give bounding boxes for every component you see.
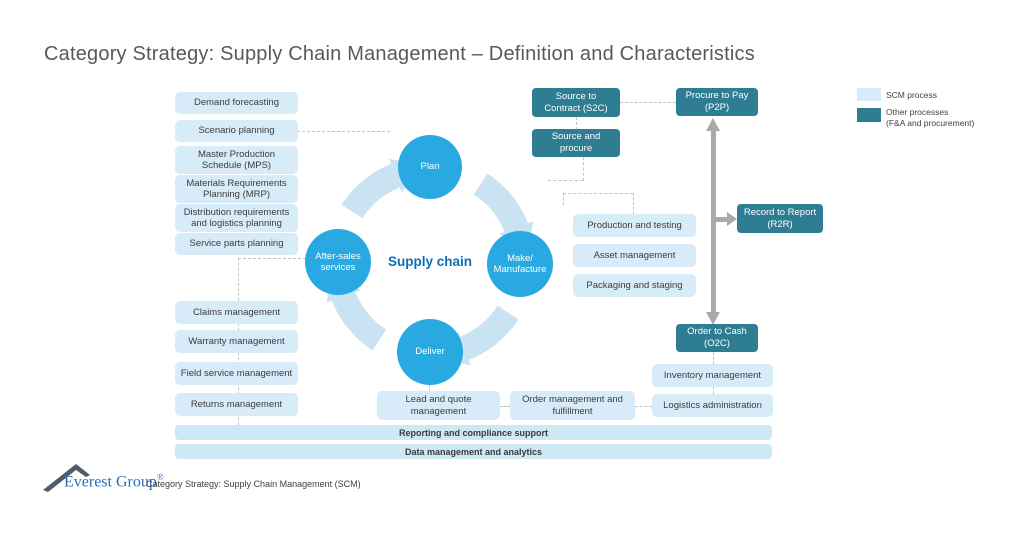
arrow-p2p-o2c-shaft bbox=[711, 130, 716, 314]
deliver-box-order-fulfillment: Order management and fulfillment bbox=[510, 391, 635, 420]
process-box-p2p: Procure to Pay (P2P) bbox=[676, 88, 758, 116]
cycle-node-plan: Plan bbox=[398, 135, 462, 199]
connector-inventory-logistics bbox=[713, 387, 714, 394]
cycle-node-deliver: Deliver bbox=[397, 319, 463, 385]
connector-o2c-inventory bbox=[713, 352, 714, 364]
process-box-o2c: Order to Cash (O2C) bbox=[676, 324, 758, 352]
planning-box-service-parts: Service parts planning bbox=[175, 233, 298, 255]
page-title: Category Strategy: Supply Chain Manageme… bbox=[44, 43, 755, 65]
arrow-up-head bbox=[706, 118, 720, 131]
cycle-center-label: Supply chain bbox=[387, 254, 472, 269]
legend-swatch-other bbox=[857, 108, 881, 122]
connector-sourceprocure-down bbox=[583, 157, 584, 181]
connector-scenario-plan bbox=[297, 131, 390, 132]
connector-deliver-leadquote bbox=[429, 385, 430, 392]
planning-box-mps: Master Production Schedule (MPS) bbox=[175, 146, 298, 174]
planning-box-mrp: Materials Requirements Planning (MRP) bbox=[175, 175, 298, 203]
process-box-r2r: Record to Report (R2R) bbox=[737, 204, 823, 233]
make-box-production-testing: Production and testing bbox=[573, 214, 696, 237]
bar-data-analytics: Data management and analytics bbox=[175, 444, 772, 459]
aftersales-box-claims: Claims management bbox=[175, 301, 298, 324]
footer-caption: Category Strategy: Supply Chain Manageme… bbox=[146, 479, 361, 489]
order-box-inventory: Inventory management bbox=[652, 364, 773, 387]
aftersales-box-field-service: Field service management bbox=[175, 362, 298, 385]
legend-label-scm: SCM process bbox=[886, 90, 938, 100]
process-box-source-procure: Source and procure bbox=[532, 129, 620, 157]
connector-make-boxes-drop bbox=[633, 193, 634, 214]
arrow-r2r-head bbox=[727, 212, 737, 226]
planning-box-scenario-planning: Scenario planning bbox=[175, 120, 298, 142]
legend-swatch-scm bbox=[857, 88, 881, 101]
connector-s2c-sourceprocure bbox=[576, 117, 577, 130]
everest-group-logo-icon bbox=[43, 464, 90, 492]
connector-aftersales-horizontal bbox=[238, 258, 306, 259]
connector-sourceprocure-cycle bbox=[548, 180, 583, 181]
deliver-box-lead-quote: Lead and quote management bbox=[377, 391, 500, 420]
order-box-logistics: Logistics administration bbox=[652, 394, 773, 417]
make-box-packaging-staging: Packaging and staging bbox=[573, 274, 696, 297]
aftersales-box-warranty: Warranty management bbox=[175, 330, 298, 353]
connector-make-boxes-left bbox=[563, 193, 564, 205]
bar-reporting-compliance: Reporting and compliance support bbox=[175, 425, 772, 440]
arrow-r2r-branch bbox=[716, 217, 729, 222]
connector-leadquote-ordermgmt bbox=[500, 406, 510, 407]
connector-s2c-p2p bbox=[620, 102, 676, 103]
cycle-ring bbox=[326, 158, 534, 366]
process-box-s2c: Source to Contract (S2C) bbox=[532, 88, 620, 117]
connector-ordermgmt-logistics bbox=[635, 406, 652, 407]
planning-box-demand-forecasting: Demand forecasting bbox=[175, 92, 298, 114]
brand-registered-mark: ® bbox=[156, 472, 164, 482]
legend-label-other: Other processes (F&A and procurement) bbox=[886, 107, 975, 129]
cycle-node-aftersales: After-sales services bbox=[305, 229, 371, 295]
planning-box-distribution: Distribution requirements and logistics … bbox=[175, 204, 298, 232]
make-box-asset-management: Asset management bbox=[573, 244, 696, 267]
connector-make-boxes-top bbox=[563, 193, 633, 194]
cycle-node-make: Make/ Manufacture bbox=[487, 231, 553, 297]
aftersales-box-returns: Returns management bbox=[175, 393, 298, 416]
arrow-down-head bbox=[706, 312, 720, 325]
brand-name: Everest Group bbox=[64, 473, 157, 491]
everest-group-logo-text: Everest Group® bbox=[64, 472, 164, 491]
